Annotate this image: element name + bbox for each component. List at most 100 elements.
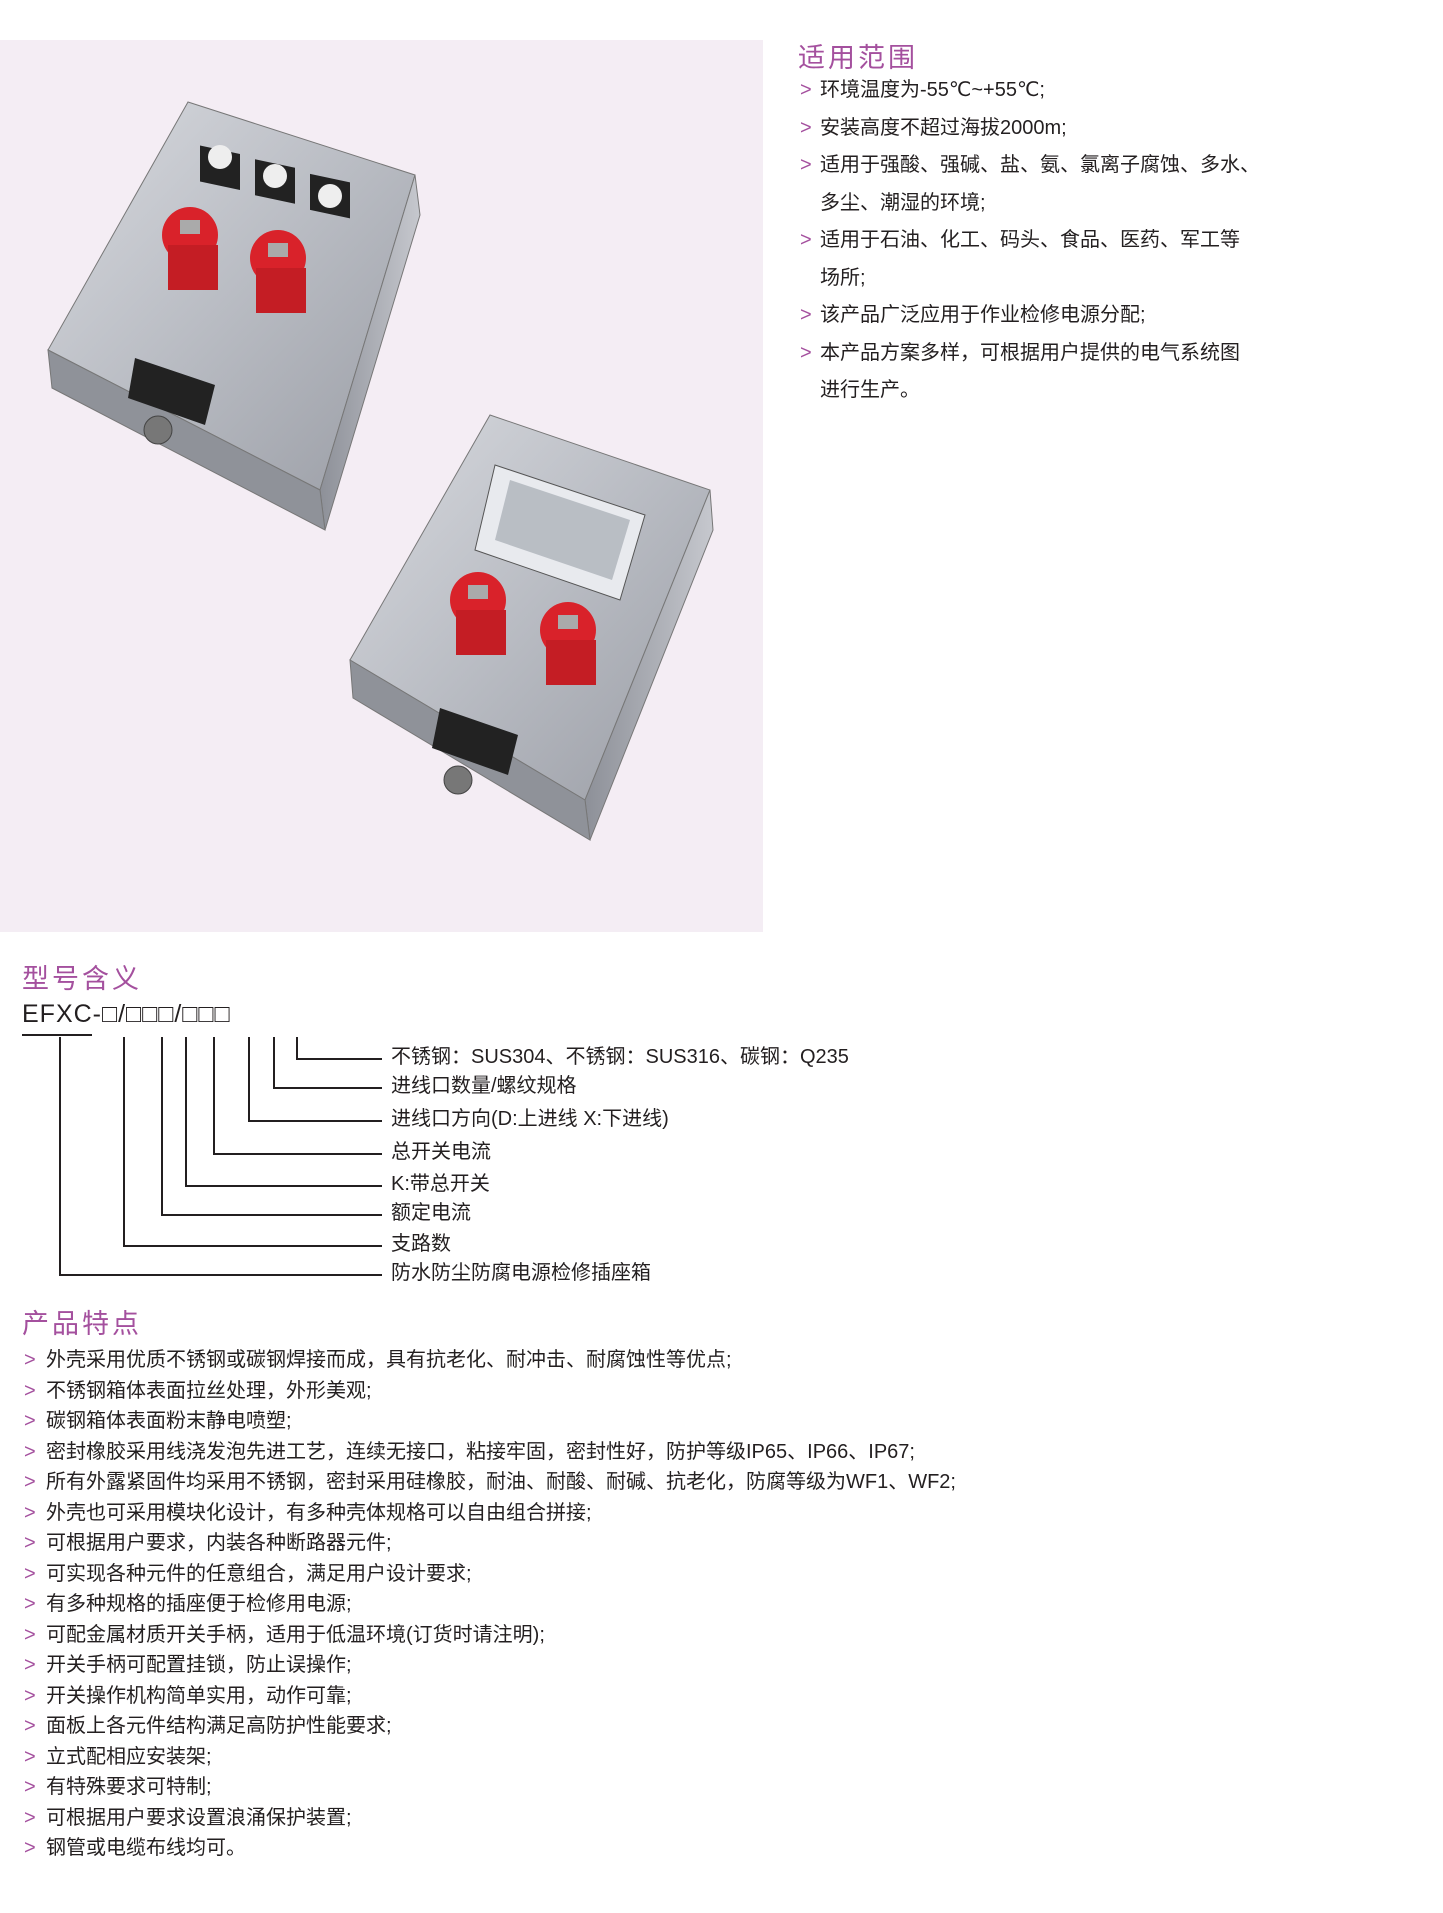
red-socket-icon — [250, 230, 306, 313]
feature-item: > 碳钢箱体表面粉末静电喷塑; — [24, 1406, 956, 1437]
diagram-label-branches: 支路数 — [391, 1233, 451, 1255]
diagram-label-rated-current: 额定电流 — [391, 1202, 471, 1224]
item-text: 外壳也可采用模块化设计，有多种壳体规格可以自由组合拼接; — [46, 1501, 592, 1524]
diagram-label-main-switch: K:带总开关 — [391, 1173, 490, 1195]
list-item: >环境温度为-55℃~+55℃; — [800, 72, 1260, 110]
leader-line — [213, 1037, 382, 1155]
feature-item: > 立式配相应安装架; — [24, 1742, 956, 1773]
features-list: > 外壳采用优质不锈钢或碳钢焊接而成，具有抗老化、耐冲击、耐腐蚀性等优点; > 不锈钢… — [24, 1345, 956, 1864]
arrow-icon: > — [24, 1349, 36, 1371]
list-item-continuation: 进行生产。 — [800, 372, 1260, 410]
arrow-icon: > — [24, 1562, 36, 1585]
cable-gland-icon — [143, 415, 173, 445]
arrow-icon: > — [24, 1410, 36, 1432]
item-text: 可根据用户要求设置浪涌保护装置; — [46, 1806, 352, 1829]
item-text: 外壳采用优质不锈钢或碳钢焊接而成，具有抗老化、耐冲击、耐腐蚀性等优点; — [46, 1349, 732, 1371]
scope-title: 适用范围 — [798, 43, 918, 73]
rotary-switch-icon — [310, 173, 350, 219]
nameplate — [432, 708, 518, 775]
list-item: > 该产品广泛应用于作业检修电源分配; — [800, 297, 1260, 335]
arrow-icon: > — [24, 1440, 36, 1463]
feature-item: > 面板上各元件结构满足高防护性能要求; — [24, 1711, 956, 1742]
arrow-icon: > — [24, 1623, 36, 1646]
cable-gland-icon — [443, 765, 473, 795]
item-text: 开关手柄可配置挂锁，防止误操作; — [46, 1654, 352, 1676]
arrow-icon: > — [24, 1501, 36, 1524]
item-text: 面板上各元件结构满足高防护性能要求; — [46, 1715, 392, 1737]
arrow-icon: > — [24, 1532, 36, 1554]
item-text: 开关操作机构简单实用，动作可靠; — [46, 1684, 352, 1707]
item-text: 进行生产。 — [820, 379, 920, 401]
feature-item: > 外壳也可采用模块化设计，有多种壳体规格可以自由组合拼接; — [24, 1498, 956, 1529]
red-socket-icon — [162, 207, 218, 290]
enclosure-with-breakers — [349, 414, 714, 841]
item-text: 该产品广泛应用于作业检修电源分配; — [820, 304, 1146, 326]
model-code: EFXC-□/□□□/□□□ — [22, 1000, 231, 1028]
item-text: 场所; — [820, 266, 866, 289]
arrow-icon: > — [24, 1593, 36, 1615]
rotary-switch-icon — [200, 145, 240, 191]
leader-line — [185, 1037, 382, 1187]
leader-line — [59, 1037, 382, 1276]
item-text: 适用于强酸、强碱、盐、氨、氯离子腐蚀、多水、 — [820, 154, 1260, 176]
list-item: > 本产品方案多样，可根据用户提供的电气系统图 — [800, 335, 1260, 373]
red-socket-icon — [540, 602, 596, 685]
feature-item: >可实现各种元件的任意组合，满足用户设计要求; — [24, 1559, 956, 1590]
feature-item: > 可根据用户要求，内装各种断路器元件; — [24, 1528, 956, 1559]
arrow-icon: > — [24, 1745, 36, 1768]
leader-line — [161, 1037, 382, 1216]
feature-item: > 开关手柄可配置挂锁，防止误操作; — [24, 1650, 956, 1681]
list-item: > 适用于石油、化工、码头、食品、医药、军工等 — [800, 222, 1260, 260]
leader-line — [123, 1037, 382, 1247]
feature-item: > 外壳采用优质不锈钢或碳钢焊接而成，具有抗老化、耐冲击、耐腐蚀性等优点; — [24, 1345, 956, 1376]
feature-item: > 密封橡胶采用线浇发泡先进工艺，连续无接口，粘接牢固，密封性好，防护等级IP65… — [24, 1437, 956, 1468]
product-illustration — [47, 101, 714, 841]
item-text: 适用于石油、化工、码头、食品、医药、军工等 — [820, 229, 1240, 251]
red-socket-icon — [450, 572, 506, 655]
item-text: 本产品方案多样，可根据用户提供的电气系统图 — [820, 341, 1240, 364]
arrow-icon: > — [800, 116, 812, 139]
leader-line — [248, 1037, 382, 1122]
nameplate — [128, 358, 215, 425]
arrow-icon: > — [24, 1379, 36, 1402]
diagram-label-inlet-direction: 进线口方向(D:上进线 X:下进线) — [391, 1108, 669, 1130]
diagram-label-product-name: 防水防尘防腐电源检修插座箱 — [391, 1262, 651, 1284]
item-text: 钢管或电缆布线均可。 — [46, 1837, 246, 1859]
arrow-icon: > — [24, 1715, 36, 1737]
model-diagram-lines — [59, 1037, 382, 1276]
arrow-icon: > — [800, 229, 812, 251]
arrow-icon: > — [24, 1837, 36, 1859]
diagram-label-main-switch-current: 总开关电流 — [391, 1141, 491, 1163]
item-text: 碳钢箱体表面粉末静电喷塑; — [46, 1410, 292, 1432]
item-text: 密封橡胶采用线浇发泡先进工艺，连续无接口，粘接牢固，密封性好，防护等级IP65、… — [46, 1440, 915, 1463]
item-text: 安装高度不超过海拔2000m; — [820, 116, 1067, 139]
rotary-switch-icon — [255, 159, 295, 204]
feature-item: > 有特殊要求可特制; — [24, 1772, 956, 1803]
enclosure-with-switches — [47, 101, 421, 531]
list-item-continuation: 场所; — [800, 260, 1260, 298]
item-text: 环境温度为-55℃~+55℃; — [820, 79, 1045, 101]
item-text: 可配金属材质开关手柄，适用于低温环境(订货时请注明); — [46, 1623, 545, 1646]
product-photo — [0, 40, 763, 932]
arrow-icon: > — [800, 341, 812, 364]
feature-item: >可根据用户要求设置浪涌保护装置; — [24, 1803, 956, 1834]
arrow-icon: > — [24, 1684, 36, 1707]
list-item: >适用于强酸、强碱、盐、氨、氯离子腐蚀、多水、 — [800, 147, 1260, 185]
item-text: 可根据用户要求，内装各种断路器元件; — [46, 1532, 392, 1554]
leader-line — [273, 1037, 382, 1089]
diagram-label-material: 不锈钢：SUS304、不锈钢：SUS316、碳钢：Q235 — [391, 1046, 849, 1068]
item-text: 不锈钢箱体表面拉丝处理，外形美观; — [46, 1379, 372, 1402]
arrow-icon: > — [24, 1776, 36, 1798]
list-item-continuation: 多尘、潮湿的环境; — [800, 185, 1260, 223]
arrow-icon: > — [800, 304, 812, 326]
scope-list: >环境温度为-55℃~+55℃; >安装高度不超过海拔2000m; >适用于强酸… — [800, 72, 1260, 410]
item-text: 立式配相应安装架; — [46, 1745, 212, 1768]
feature-item: > 钢管或电缆布线均可。 — [24, 1833, 956, 1864]
feature-item: > 不锈钢箱体表面拉丝处理，外形美观; — [24, 1376, 956, 1407]
feature-item: >有多种规格的插座便于检修用电源; — [24, 1589, 956, 1620]
arrow-icon: > — [24, 1471, 36, 1493]
arrow-icon: > — [24, 1654, 36, 1676]
item-text: 有特殊要求可特制; — [46, 1776, 212, 1798]
leader-line — [296, 1037, 382, 1060]
code-underline — [22, 1034, 92, 1036]
